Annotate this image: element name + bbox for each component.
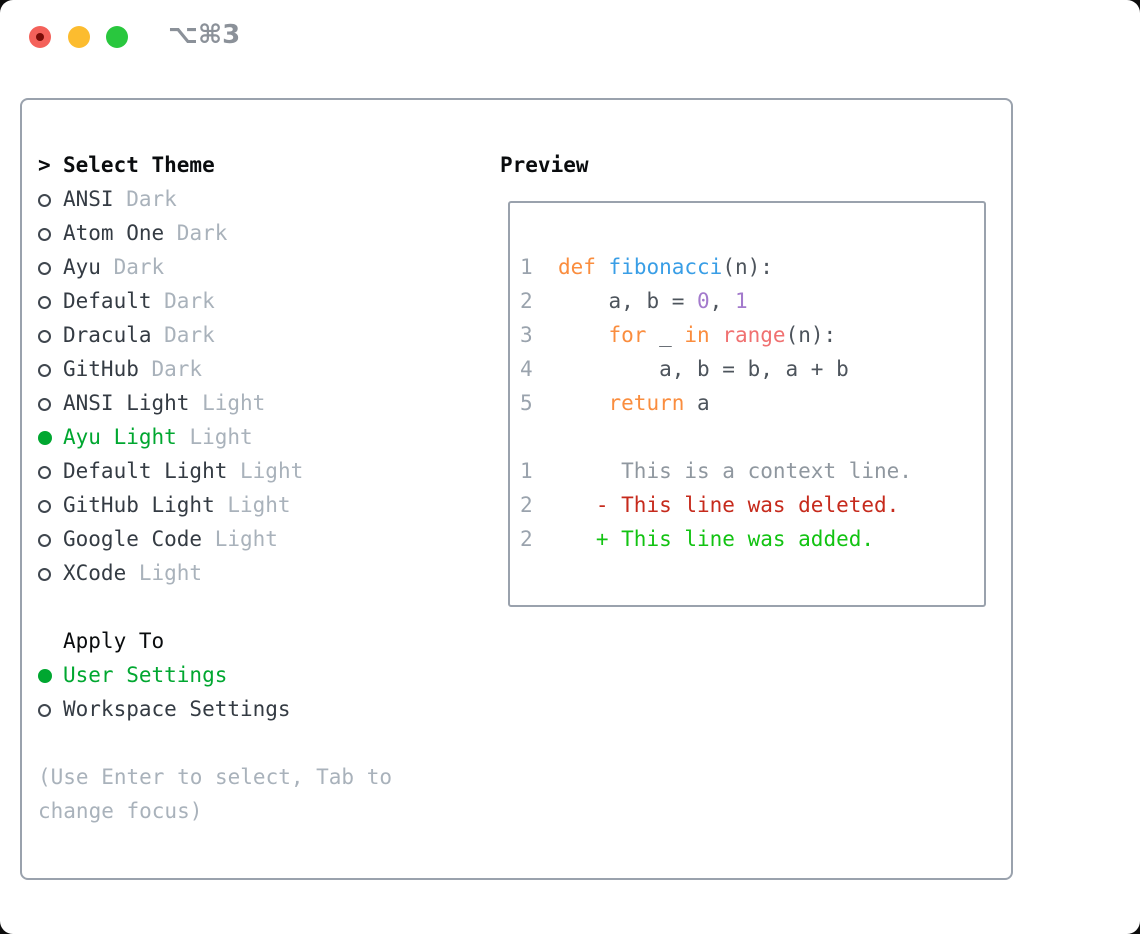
code-line: 5 return a: [520, 391, 710, 415]
code-preview: 1 def fibonacci(n): 2 a, b = 0, 1 3 for _ …: [510, 203, 984, 556]
code-line: 1 This is a context line.: [520, 459, 912, 483]
code-line: 1 def fibonacci(n):: [520, 255, 773, 279]
theme-option[interactable]: Ayu Dark: [38, 250, 392, 284]
option-variant: Dark: [151, 323, 215, 347]
theme-option[interactable]: Default Dark: [38, 284, 392, 318]
apply-to-option[interactable]: User Settings: [38, 658, 392, 692]
radio-icon: [38, 500, 51, 513]
code-line: 3 for _ in range(n):: [520, 323, 837, 347]
radio-icon: [38, 704, 51, 717]
help-text-line-2: change focus): [38, 799, 203, 823]
cursor-icon: >: [38, 153, 51, 177]
option-label: Default: [63, 289, 152, 313]
option-label: XCode: [63, 561, 127, 585]
option-label: Ayu Light: [63, 425, 177, 449]
preview-title: Preview: [500, 153, 589, 177]
minimize-button[interactable]: [68, 26, 90, 48]
radio-icon: [38, 466, 51, 479]
radio-selected-icon: [38, 669, 52, 683]
option-label: Dracula: [63, 323, 152, 347]
option-variant: Light: [202, 527, 278, 551]
code-line: 2 - This line was deleted.: [520, 493, 900, 517]
option-label: ANSI: [63, 187, 114, 211]
theme-option[interactable]: ANSI Dark: [38, 182, 392, 216]
close-button[interactable]: [29, 26, 51, 48]
option-label: User Settings: [63, 663, 228, 687]
radio-icon: [38, 262, 51, 275]
option-variant: Light: [214, 493, 291, 517]
option-variant: Dark: [151, 289, 215, 313]
syntax-sample: 1 def fibonacci(n): 2 a, b = 0, 1 3 for _ …: [520, 250, 984, 420]
apply-to-title: Apply To: [63, 629, 165, 653]
theme-option[interactable]: ANSI Light Light: [38, 386, 392, 420]
option-label: GitHub: [63, 357, 139, 381]
apply-to-header: Apply To: [38, 624, 392, 658]
apply-to-option[interactable]: Workspace Settings: [38, 692, 392, 726]
option-label: Google Code: [63, 527, 203, 551]
option-variant: Light: [227, 459, 304, 483]
option-label: Default Light: [63, 459, 228, 483]
code-line: 4 a, b = b, a + b: [520, 357, 849, 381]
diff-sample: 1 This is a context line. 2 - This line w…: [520, 454, 984, 556]
radio-icon: [38, 330, 51, 343]
option-variant: Dark: [138, 357, 203, 381]
select-theme-header: > Select Theme: [38, 148, 392, 182]
spacer: [38, 590, 392, 624]
zoom-button[interactable]: [106, 26, 128, 48]
theme-option[interactable]: Default Light Light: [38, 454, 392, 488]
preview-box: 1 def fibonacci(n): 2 a, b = 0, 1 3 for _ …: [508, 201, 986, 607]
window-title: ⌥⌘3: [168, 20, 241, 50]
radio-icon: [38, 568, 51, 581]
option-label: Workspace Settings: [63, 697, 291, 721]
theme-option[interactable]: Dracula Dark: [38, 318, 392, 352]
radio-icon: [38, 398, 51, 411]
spacer: [520, 420, 984, 454]
radio-icon: [38, 228, 51, 241]
option-label: Atom One: [63, 221, 165, 245]
theme-option[interactable]: Ayu Light Light: [38, 420, 392, 454]
option-label: ANSI Light: [63, 391, 190, 415]
radio-selected-icon: [38, 431, 52, 445]
radio-icon: [38, 364, 51, 377]
code-line: 2 + This line was added.: [520, 527, 875, 551]
radio-icon: [38, 296, 51, 309]
option-variant: Light: [189, 391, 266, 415]
code-line: 2 a, b = 0, 1: [520, 289, 748, 313]
theme-option[interactable]: XCode Light: [38, 556, 392, 590]
theme-option[interactable]: GitHub Light Light: [38, 488, 392, 522]
option-variant: Dark: [100, 255, 165, 279]
radio-icon: [38, 194, 51, 207]
theme-option[interactable]: Google Code Light: [38, 522, 392, 556]
theme-option[interactable]: GitHub Dark: [38, 352, 392, 386]
help-text-line-1: (Use Enter to select, Tab to: [38, 765, 393, 789]
select-theme-title: Select Theme: [63, 153, 215, 177]
option-variant: Light: [126, 561, 203, 585]
spacer: [38, 726, 392, 760]
theme-option[interactable]: Atom One Dark: [38, 216, 392, 250]
option-variant: Dark: [113, 187, 177, 211]
option-label: GitHub Light: [63, 493, 215, 517]
radio-icon: [38, 534, 51, 547]
option-label: Ayu: [63, 255, 101, 279]
close-dirty-dot-icon: [36, 33, 44, 41]
option-variant: Light: [176, 425, 253, 449]
option-variant: Dark: [164, 221, 228, 245]
